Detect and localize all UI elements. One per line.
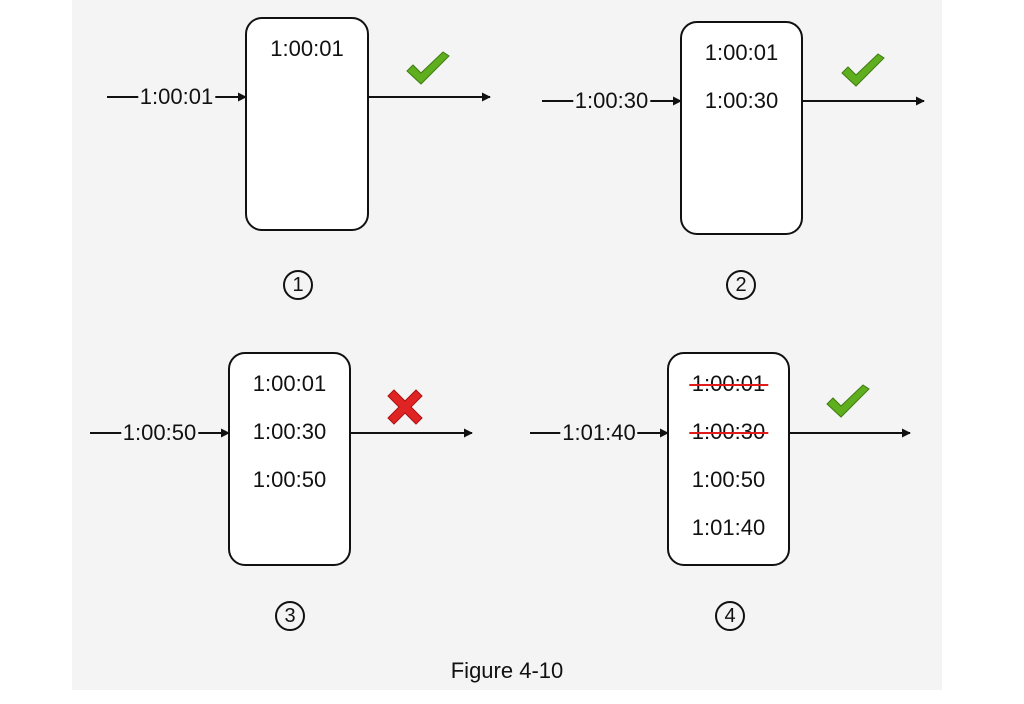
step-number: 3 (275, 601, 305, 631)
log-entry-text: 1:00:01 (691, 371, 766, 396)
strikethrough-line (688, 432, 769, 435)
log-entry: 1:00:50 (692, 469, 765, 491)
log-entry: 1:00:50 (253, 469, 326, 491)
log-entry: 1:01:40 (692, 517, 765, 539)
log-entry: 1:00:30 (705, 90, 778, 112)
log-entry-text: 1:01:40 (691, 515, 766, 540)
log-entry: 1:00:01 (270, 38, 343, 60)
checkmark-icon (824, 384, 872, 428)
step-number: 1 (283, 270, 313, 300)
log-entry-text: 1:00:30 (691, 419, 766, 444)
log-entry-text: 1:00:01 (270, 36, 344, 61)
timestamp-log-box (680, 21, 803, 235)
incoming-request-time: 1:01:40 (560, 420, 638, 445)
checkmark-icon (404, 51, 452, 95)
log-entry: 1:00:01 (253, 373, 326, 395)
log-entry-text: 1:00:01 (252, 371, 327, 396)
log-entry: 1:00:30 (253, 421, 326, 443)
log-entry: 1:00:01 (705, 42, 778, 64)
step-number: 4 (715, 601, 745, 631)
step-number: 2 (726, 270, 756, 300)
log-entry-text: 1:00:50 (252, 467, 327, 492)
log-entry-text: 1:00:01 (704, 40, 779, 65)
timestamp-log-box (667, 352, 790, 566)
log-entry-text: 1:00:30 (704, 88, 779, 113)
checkmark-icon (839, 53, 887, 97)
figure-caption: Figure 4-10 (450, 658, 564, 683)
cross-icon (387, 389, 423, 429)
expired-log-entry: 1:00:01 (688, 371, 769, 396)
log-entry-text: 1:00:30 (252, 419, 327, 444)
incoming-request-time: 1:00:50 (120, 420, 199, 445)
timestamp-log-box (228, 352, 351, 566)
log-entry-text: 1:00:50 (691, 467, 766, 492)
timestamp-log-box (245, 17, 369, 231)
incoming-request-time: 1:00:30 (572, 88, 651, 113)
strikethrough-line (688, 384, 769, 387)
expired-log-entry: 1:00:30 (688, 419, 769, 444)
incoming-request-time: 1:00:01 (137, 84, 216, 109)
